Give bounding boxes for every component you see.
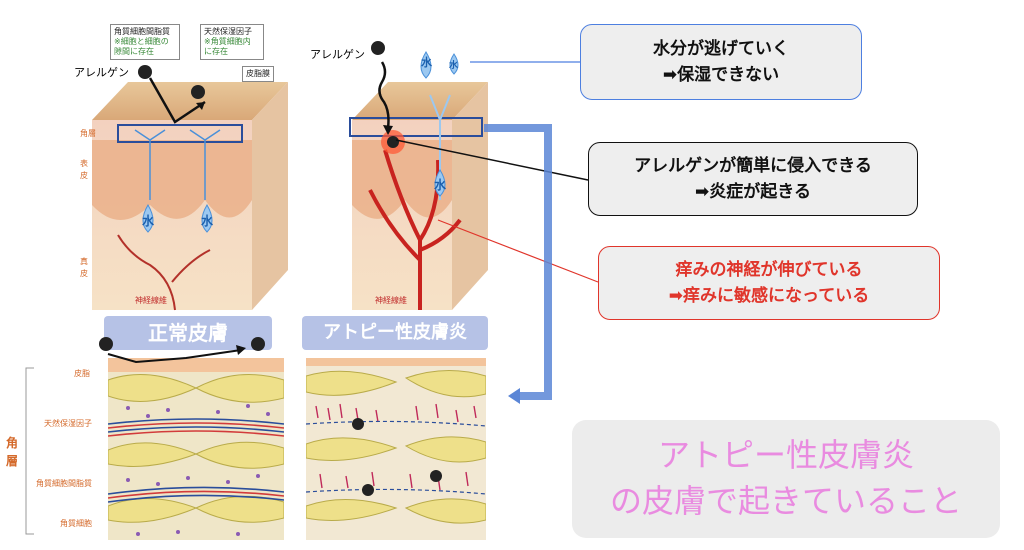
- atopic-skin-banner: アトピー性皮膚炎: [302, 316, 488, 350]
- section-cell-label: 角質細胞: [60, 519, 92, 528]
- moisture-loss-callout: 水分が逃げていく ➡保湿できない: [580, 24, 862, 100]
- moisture-line-1: 水分が逃げていく: [653, 39, 789, 59]
- lipid-note-1: ※細胞と細胞の: [114, 37, 169, 46]
- atopic-horny-layer-section: [306, 358, 486, 540]
- lipid-note-2: 隙間に存在: [114, 47, 154, 56]
- water-drop-label-1: 水: [142, 214, 155, 228]
- allergen-label-right: アレルゲン: [310, 48, 365, 61]
- moisture-line-2: ➡保湿できない: [662, 65, 780, 85]
- nerve-label-right: 神経線維: [375, 296, 407, 305]
- allergen-line-2: ➡炎症が起きる: [695, 182, 811, 202]
- layer-dermis-1: 真: [80, 257, 88, 266]
- nmf-title: 天然保湿因子: [204, 27, 252, 36]
- water-drop-label-2: 水: [201, 214, 214, 228]
- big-title-box: アトピー性皮膚炎 の皮膚で起きていること: [572, 420, 1000, 538]
- normal-skin-banner: 正常皮膚: [104, 316, 272, 350]
- itch-line-2: ➡痒みに敏感になっている: [668, 286, 870, 306]
- water-escape-label-1: 水: [421, 56, 432, 69]
- itch-nerve-callout: 痒みの神経が伸びている ➡痒みに敏感になっている: [598, 246, 940, 320]
- layer-epidermis-1: 表: [80, 159, 88, 168]
- water-escape-label-2: 水: [449, 61, 459, 71]
- water-drop-label-3: 水: [434, 178, 447, 192]
- blocked-allergen-arrows: [99, 337, 265, 364]
- allergen-invasion-callout: アレルゲンが簡単に侵入できる ➡炎症が起きる: [588, 142, 918, 216]
- section-horny-label-1: 角: [6, 436, 19, 450]
- nmf-note-1: ※角質細胞内: [204, 37, 251, 46]
- normal-horny-layer-section: [108, 358, 284, 540]
- atopic-skin-illustration: [349, 41, 488, 310]
- layer-horny-label: 角層: [80, 129, 96, 138]
- section-horny-label-2: 層: [6, 454, 19, 468]
- section-sebum-label: 皮脂: [74, 369, 90, 378]
- section-lipid-label: 角質細胞間脂質: [36, 479, 92, 488]
- nmf-note-2: に存在: [204, 47, 228, 56]
- itch-line-1: 痒みの神経が伸びている: [675, 260, 863, 280]
- allergen-label-left: アレルゲン: [74, 66, 129, 79]
- layer-epidermis-2: 皮: [80, 171, 88, 180]
- normal-skin-illustration: [92, 65, 288, 311]
- allergen-line-1: アレルゲンが簡単に侵入できる: [634, 156, 872, 176]
- section-nmf-label: 天然保湿因子: [44, 419, 92, 428]
- lipid-info-box: 角質細胞間脂質 ※細胞と細胞の 隙間に存在: [110, 24, 180, 60]
- horny-layer-bracket: [25, 367, 34, 535]
- big-title-line-2: の皮膚で起きていること: [609, 482, 962, 520]
- nerve-label-left: 神経線維: [135, 296, 167, 305]
- big-title-line-1: アトピー性皮膚炎: [657, 436, 914, 474]
- layer-dermis-2: 皮: [80, 269, 88, 278]
- lipid-title: 角質細胞間脂質: [114, 27, 170, 36]
- sebum-info-box: 皮脂膜: [242, 66, 274, 82]
- nmf-info-box: 天然保湿因子 ※角質細胞内 に存在: [200, 24, 264, 60]
